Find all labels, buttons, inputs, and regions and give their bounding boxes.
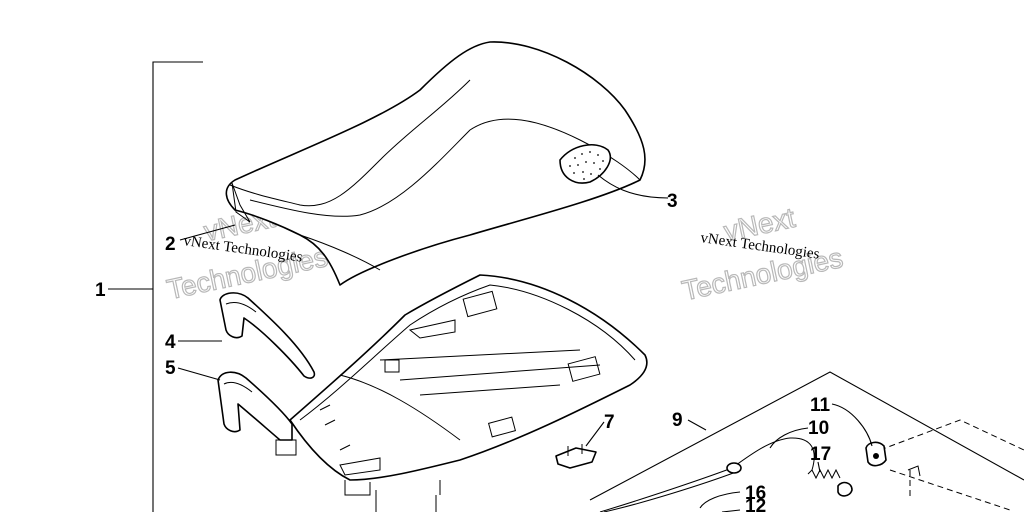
callout-10: 10	[808, 418, 829, 439]
latch-spring	[807, 468, 853, 497]
seat-bracket	[555, 444, 597, 469]
callout-7: 7	[604, 412, 615, 433]
callout-3: 3	[667, 191, 678, 212]
seat-pad-lower	[217, 371, 293, 441]
latch-kit-box	[589, 371, 1024, 511]
seat-pad	[219, 292, 316, 379]
seat-cover	[225, 41, 646, 286]
callout-5: 5	[165, 358, 176, 379]
callout-labels: 1 2 3 4 5 7 9 10 11 12 16 17	[95, 191, 831, 512]
callout-17: 17	[810, 444, 831, 465]
leader-lines	[177, 174, 873, 512]
callout-9: 9	[672, 410, 683, 431]
logo-patch-dots	[569, 151, 604, 180]
latch-handle	[865, 441, 921, 477]
callout-16: 16	[745, 483, 766, 504]
callout-4: 4	[165, 332, 176, 353]
seat-base	[275, 274, 648, 512]
callout-11: 11	[810, 395, 831, 416]
callout-2: 2	[165, 234, 176, 255]
latch-cable	[599, 437, 815, 512]
callout-12: 12	[745, 496, 766, 512]
assembly-bracket	[108, 61, 203, 512]
callout-1: 1	[95, 280, 106, 301]
